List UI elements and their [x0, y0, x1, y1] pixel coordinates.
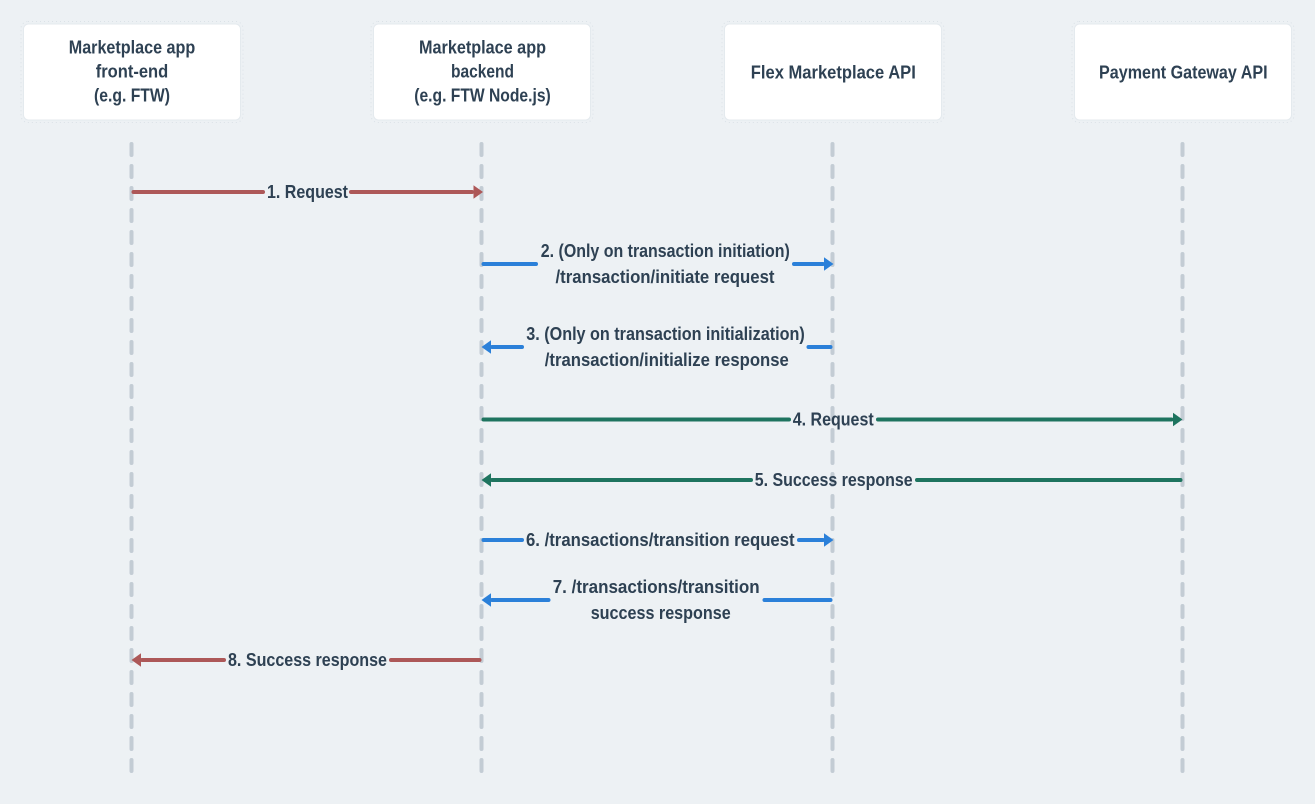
- svg-text:/transaction/initialize respon: /transaction/initialize response: [545, 350, 789, 370]
- svg-text:5. Success response: 5. Success response: [755, 470, 913, 490]
- svg-text:(e.g. FTW): (e.g. FTW): [94, 86, 170, 106]
- svg-text:front-end: front-end: [96, 62, 169, 82]
- svg-text:Flex Marketplace API: Flex Marketplace API: [751, 63, 916, 83]
- svg-text:8. Success response: 8. Success response: [228, 650, 387, 670]
- svg-text:(e.g. FTW Node.js): (e.g. FTW Node.js): [414, 86, 551, 106]
- svg-text:6. /transactions/transition re: 6. /transactions/transition request: [526, 530, 795, 550]
- svg-text:backend: backend: [451, 62, 514, 82]
- svg-text:7. /transactions/transition: 7. /transactions/transition: [553, 577, 760, 597]
- svg-text:Marketplace app: Marketplace app: [419, 38, 546, 58]
- svg-text:3. (Only on transaction initia: 3. (Only on transaction initialization): [526, 324, 805, 344]
- svg-text:/transaction/initiate request: /transaction/initiate request: [556, 267, 775, 287]
- svg-text:Marketplace app: Marketplace app: [69, 38, 196, 58]
- svg-text:1. Request: 1. Request: [267, 182, 348, 202]
- svg-text:Payment Gateway API: Payment Gateway API: [1099, 63, 1268, 83]
- svg-text:success response: success response: [591, 603, 731, 623]
- svg-text:4. Request: 4. Request: [793, 410, 874, 430]
- svg-text:2. (Only on transaction initia: 2. (Only on transaction initiation): [541, 241, 790, 261]
